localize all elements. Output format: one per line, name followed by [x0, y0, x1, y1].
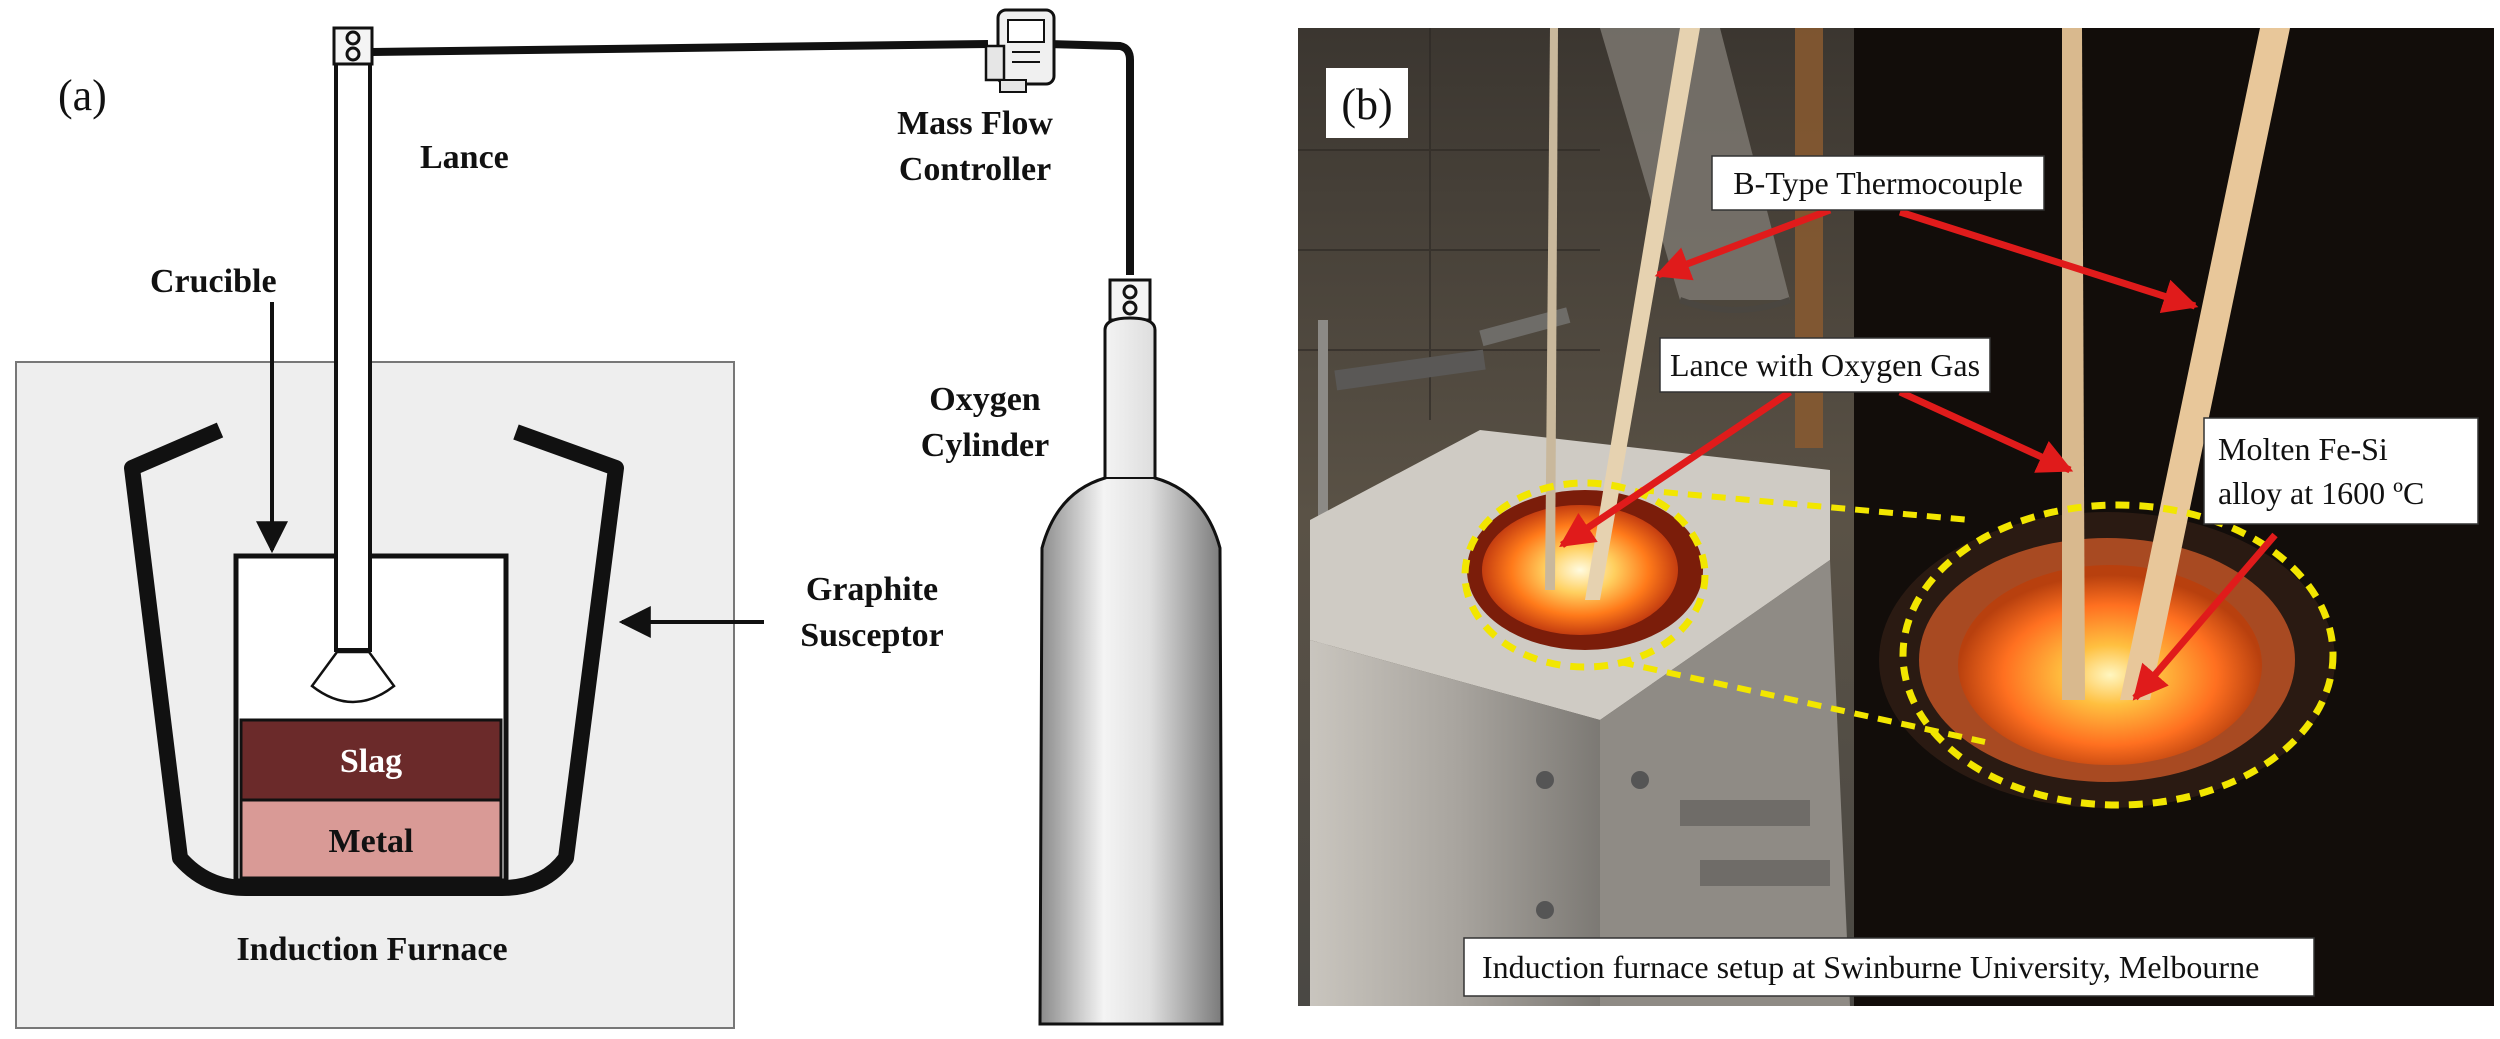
molten-glow-left [1482, 505, 1678, 635]
molten-label-box [2203, 417, 2479, 525]
metal-label: Metal [329, 823, 414, 860]
connector-bolt-top [345, 30, 361, 46]
slag-label: Slag [340, 743, 402, 780]
pipe-fitting-2 [1700, 860, 1830, 886]
metal-layer [239, 798, 503, 880]
molten-label-1: Molten Fe-Si [2218, 431, 2388, 467]
molten-label-2: alloy at 1600 ºC [2218, 475, 2424, 511]
furnace-side-left [1310, 640, 1600, 1006]
panel-b-label-box [1326, 68, 1408, 138]
thermocouple-left [1585, 28, 1700, 600]
connector-bolt-bottom [345, 46, 361, 62]
panel-a: (a) Slag Metal [15, 8, 1224, 1029]
bolt-2 [1536, 901, 1554, 919]
bolt-3 [1631, 771, 1649, 789]
furnace-label: Induction Furnace [236, 931, 507, 968]
gas-line-right [1047, 40, 1134, 275]
molten-glow-right [1958, 565, 2262, 765]
lance-rod-right [2062, 28, 2085, 700]
panel-a-label: (a) [58, 71, 107, 120]
highlight-ellipse-right [1899, 501, 2337, 809]
panel-b-photo: (b) B-Type Thermocouple Lance with Oxyge… [1298, 28, 2494, 1006]
clamp-left [1334, 349, 1486, 391]
gas-line-top [371, 40, 989, 56]
caption-box [1463, 937, 2315, 997]
highlight-ellipse-left [1461, 479, 1709, 671]
mass-flow-label-1: Mass Flow [897, 105, 1053, 142]
red-arrow-molten [2132, 532, 2278, 701]
valve-bolt-top [1122, 284, 1138, 300]
graphite-label-2: Susceptor [800, 617, 944, 654]
pipe-fitting-1 [1680, 800, 1810, 826]
red-arrow-lance-right [1898, 388, 2074, 474]
thermocouple-label-box [1711, 155, 2045, 211]
bolt-1 [1536, 771, 1554, 789]
mass-flow-label-2: Controller [899, 151, 1051, 188]
lance-gas-label: Lance with Oxygen Gas [1670, 347, 1980, 383]
red-arrow-thermocouple-left [1654, 206, 1832, 281]
oxygen-label-2: Cylinder [921, 427, 1049, 464]
zoom-line-top [1639, 487, 1971, 523]
lance-gas-label-box [1659, 337, 1991, 393]
gas-jet-cone [310, 650, 396, 704]
thermocouple-label: B-Type Thermocouple [1733, 165, 2023, 201]
crucible-label: Crucible [150, 263, 277, 300]
graphite-susceptor [124, 422, 624, 896]
photo-caption: Induction furnace setup at Swinburne Uni… [1482, 949, 2259, 985]
graphite-label-1: Graphite [806, 571, 938, 608]
red-arrow-thermocouple-right [1898, 208, 2199, 314]
oxygen-cylinder [1038, 316, 1224, 1026]
furnace-side-right [1600, 560, 1850, 1006]
panel-b-label: (b) [1341, 80, 1392, 129]
mass-flow-controller [984, 8, 1056, 93]
exhaust-duct [1600, 28, 1790, 300]
duct-rim [1678, 297, 1792, 313]
red-arrow-lance-left [1559, 389, 1792, 548]
thermocouple-right [2120, 28, 2290, 700]
lance-connector [332, 26, 374, 66]
valve-bolt-bottom [1122, 300, 1138, 316]
lance-label: Lance [420, 139, 509, 176]
lance-rod-left [1545, 28, 1558, 590]
oxygen-label-1: Oxygen [929, 381, 1041, 418]
lance [334, 52, 372, 652]
